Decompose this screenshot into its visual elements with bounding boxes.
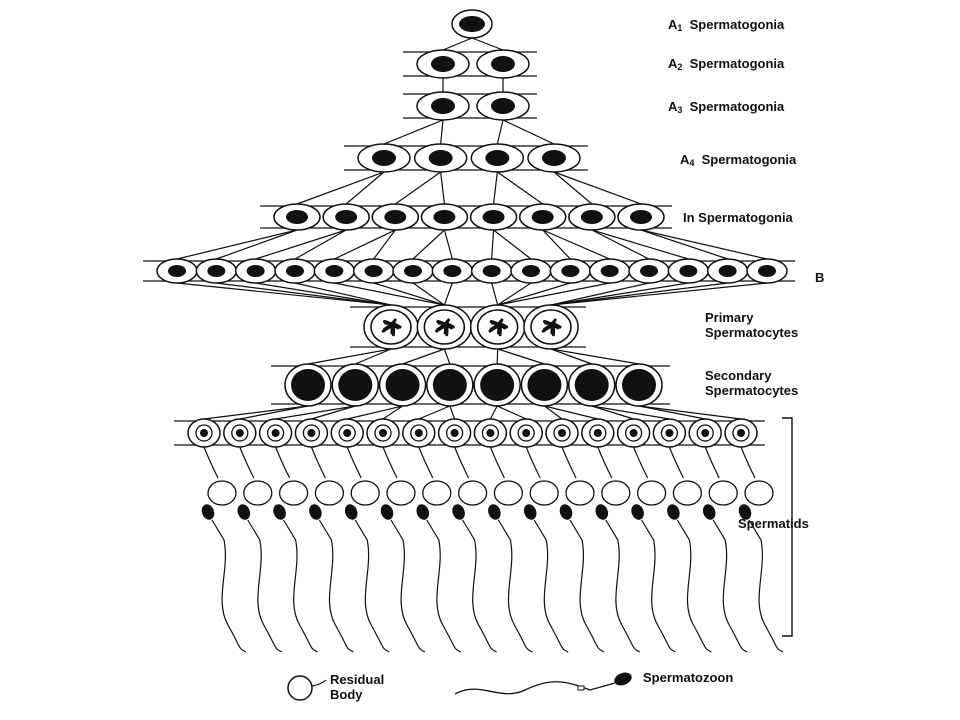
cell-row4-1 <box>357 143 411 173</box>
cell-row7-4 <box>523 304 579 350</box>
cell-row6-6 <box>352 258 395 284</box>
cell-row8-1 <box>284 363 332 407</box>
cell-row6-4 <box>274 258 316 284</box>
cell-row9-14 <box>652 418 687 448</box>
cell-row3-2 <box>476 91 530 121</box>
cell-row6-3 <box>234 258 277 284</box>
spermatid-5 <box>344 446 390 653</box>
spermatid-3 <box>273 446 318 653</box>
cell-row6-5 <box>313 258 356 284</box>
cell-row9-15 <box>688 418 722 448</box>
spermatozoon-icon <box>454 672 632 695</box>
cell-row4-3 <box>470 143 525 173</box>
cell-row6-15 <box>706 258 749 284</box>
spermatid-6 <box>380 446 426 653</box>
cell-row2-1 <box>416 49 470 79</box>
label-a2-spermatogonia: A2 Spermatogonia <box>668 56 785 72</box>
spermatid-10 <box>523 446 569 653</box>
label-spermatids: Spermatids <box>738 516 809 531</box>
cell-row6-13 <box>628 258 670 284</box>
cell-row6-7 <box>392 258 434 284</box>
cell-row7-2 <box>416 304 473 350</box>
spermatid-8 <box>452 446 497 653</box>
spermatid-1 <box>201 446 247 653</box>
label-b: B <box>815 270 825 285</box>
spermatid-11 <box>559 446 605 653</box>
spermatid-9 <box>488 446 533 653</box>
cell-row6-16 <box>746 258 788 284</box>
cell-row4-2 <box>413 143 468 173</box>
cell-row9-6 <box>366 418 400 448</box>
label-in-spermatogonia: In Spermatogonia <box>683 210 793 225</box>
cell-row5-6 <box>518 203 567 231</box>
cell-row9-1 <box>187 418 221 448</box>
cell-row9-7 <box>402 418 436 448</box>
cell-row7-3 <box>469 304 526 350</box>
cell-row7-1 <box>363 304 419 350</box>
cell-row9-5 <box>330 418 364 448</box>
label-secondary-spermatocytes: Secondary Spermatocytes <box>705 368 799 398</box>
cell-row9-3 <box>258 418 293 448</box>
cell-row6-14 <box>667 258 710 284</box>
cell-row6-9 <box>470 258 513 284</box>
cell-row5-3 <box>371 203 420 231</box>
label-primary-spermatocytes: Primary Spermatocytes <box>705 310 799 340</box>
cell-row6-12 <box>588 258 631 284</box>
cell-row5-8 <box>617 203 665 231</box>
label-residual-body: Residual Body <box>330 672 385 702</box>
cell-row9-4 <box>294 418 329 448</box>
cell-row6-2 <box>195 258 238 284</box>
cell-row8-3 <box>378 363 427 407</box>
spermatid-12 <box>595 446 641 653</box>
cell-row8-7 <box>567 363 616 407</box>
label-spermatozoon: Spermatozoon <box>643 670 734 685</box>
spermatid-2 <box>237 446 283 653</box>
label-a4-spermatogonia: A4 Spermatogonia <box>680 152 797 168</box>
cell-row8-5 <box>473 363 521 407</box>
cell-row6-1 <box>156 258 198 284</box>
cell-row9-9 <box>473 418 508 448</box>
cell-row8-6 <box>520 363 569 407</box>
spermatid-4 <box>309 446 354 653</box>
cell-row2-2 <box>476 49 530 79</box>
cell-row8-2 <box>331 363 380 407</box>
cell-row5-5 <box>469 203 518 231</box>
spermatid-13 <box>631 446 676 653</box>
cell-row1-1 <box>451 9 493 39</box>
cell-row5-2 <box>322 203 370 231</box>
label-a3-spermatogonia: A3 Spermatogonia <box>668 99 785 115</box>
spermatid-7 <box>416 446 462 653</box>
cell-row9-11 <box>545 418 579 448</box>
cell-row6-11 <box>549 258 592 284</box>
cell-row5-1 <box>273 203 321 231</box>
cell-row4-4 <box>527 143 581 173</box>
spermatid-16 <box>738 446 784 653</box>
spermatid-14 <box>667 446 712 653</box>
cell-row5-4 <box>420 203 469 231</box>
cell-row3-1 <box>416 91 470 121</box>
cell-row9-2 <box>223 418 257 448</box>
cell-row9-8 <box>437 418 472 448</box>
cell-row9-12 <box>581 418 615 448</box>
cell-row8-4 <box>426 363 474 407</box>
cell-row8-8 <box>615 363 663 407</box>
label-a1-spermatogonia: A1 Spermatogonia <box>668 17 785 33</box>
spermatids-bracket <box>782 417 793 637</box>
residual-body-icon <box>287 675 327 701</box>
cell-row6-8 <box>431 258 474 284</box>
cell-row6-10 <box>510 258 552 284</box>
cell-row9-10 <box>509 418 543 448</box>
cell-row5-7 <box>568 203 616 231</box>
cell-row9-13 <box>616 418 651 448</box>
cell-row9-16 <box>724 418 758 448</box>
spermatid-15 <box>702 446 748 653</box>
